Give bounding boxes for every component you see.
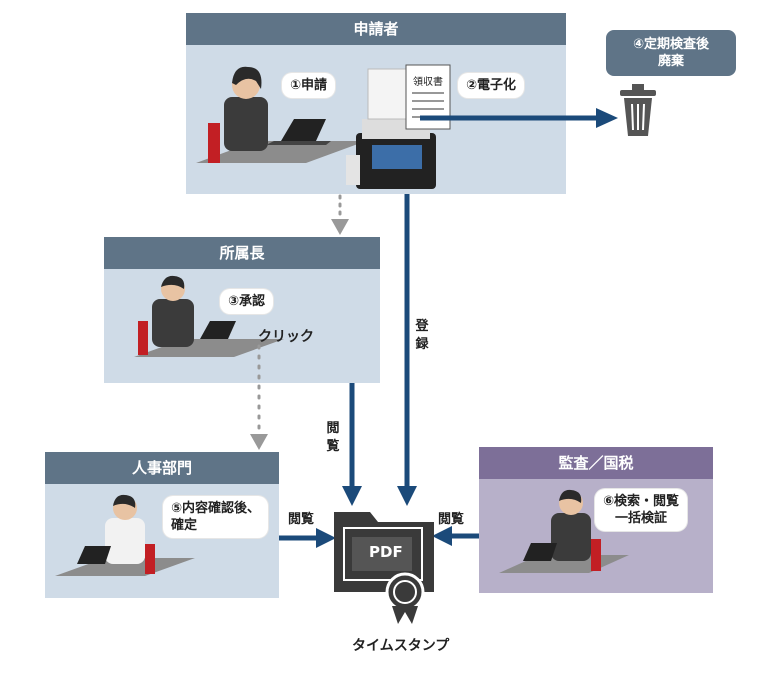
view-manager-label: 閲覧 xyxy=(326,421,340,454)
manager-person-illustration xyxy=(134,275,284,357)
audit-body: ⑥検索・閲覧 一括検証 xyxy=(479,479,713,593)
timestamp-label: タイムスタンプ xyxy=(352,638,450,654)
audit-person-illustration xyxy=(499,489,629,573)
manager-body: ③承認 xyxy=(104,269,380,383)
person-body xyxy=(224,97,268,151)
hr-panel: 人事部門 ⑤内容確認後、 確定 xyxy=(45,452,279,598)
click-label: クリック xyxy=(258,329,314,345)
hr-person-illustration xyxy=(55,494,195,576)
receipt-label: 領収書 xyxy=(413,77,443,88)
pdf-folder-icon xyxy=(334,512,434,624)
step1-bubble: ①申請 xyxy=(282,73,336,98)
audit-title: 監査／国税 xyxy=(479,447,713,479)
applicant-title: 申請者 xyxy=(186,13,566,45)
pdf-label: PDF xyxy=(369,543,403,561)
arrow-register xyxy=(397,194,417,506)
hr-title: 人事部門 xyxy=(45,452,279,484)
disposal-note-line1: ④定期検査後 xyxy=(632,37,709,52)
applicant-panel: 申請者 領収書 ①申請 ②電子化 xyxy=(186,13,566,194)
scanner-side xyxy=(346,155,360,185)
applicant-body: 領収書 ①申請 ②電子化 xyxy=(186,45,566,194)
view-hr-label: 閲覧 xyxy=(288,512,315,527)
step6-line1: ⑥検索・閲覧 xyxy=(603,494,680,509)
chair-back xyxy=(208,123,220,163)
step2-bubble: ②電子化 xyxy=(458,73,525,98)
step6-line2: 一括検証 xyxy=(615,511,668,526)
laptop-base xyxy=(266,141,331,145)
step3-bubble: ③承認 xyxy=(220,289,274,314)
manager-title: 所属長 xyxy=(104,237,380,269)
applicant-person-illustration xyxy=(196,64,451,189)
trash-icon xyxy=(620,84,656,136)
disposal-note: ④定期検査後 廃棄 xyxy=(606,30,736,76)
hr-body: ⑤内容確認後、 確定 xyxy=(45,484,279,598)
view-audit-label: 閲覧 xyxy=(438,512,465,527)
step5-line1: ⑤内容確認後、 xyxy=(171,501,261,516)
laptop-screen xyxy=(281,119,326,141)
arrow-view-hr xyxy=(279,528,336,548)
arrow-view-audit xyxy=(432,526,479,546)
step6-bubble: ⑥検索・閲覧 一括検証 xyxy=(595,489,688,531)
scanner-screen xyxy=(372,145,422,169)
step5-line2: 確定 xyxy=(171,518,198,533)
audit-panel: 監査／国税 ⑥検索・閲覧 一括検証 xyxy=(479,447,713,593)
disposal-note-line2: 廃棄 xyxy=(657,54,684,69)
register-label: 登録 xyxy=(415,319,429,352)
manager-panel: 所属長 ③承認 xyxy=(104,237,380,383)
desk-surface xyxy=(196,141,366,163)
person-hair xyxy=(232,66,262,89)
dotted-applicant-to-manager xyxy=(331,194,349,235)
arrow-view-manager xyxy=(342,383,362,506)
step5-bubble: ⑤内容確認後、 確定 xyxy=(163,496,269,538)
